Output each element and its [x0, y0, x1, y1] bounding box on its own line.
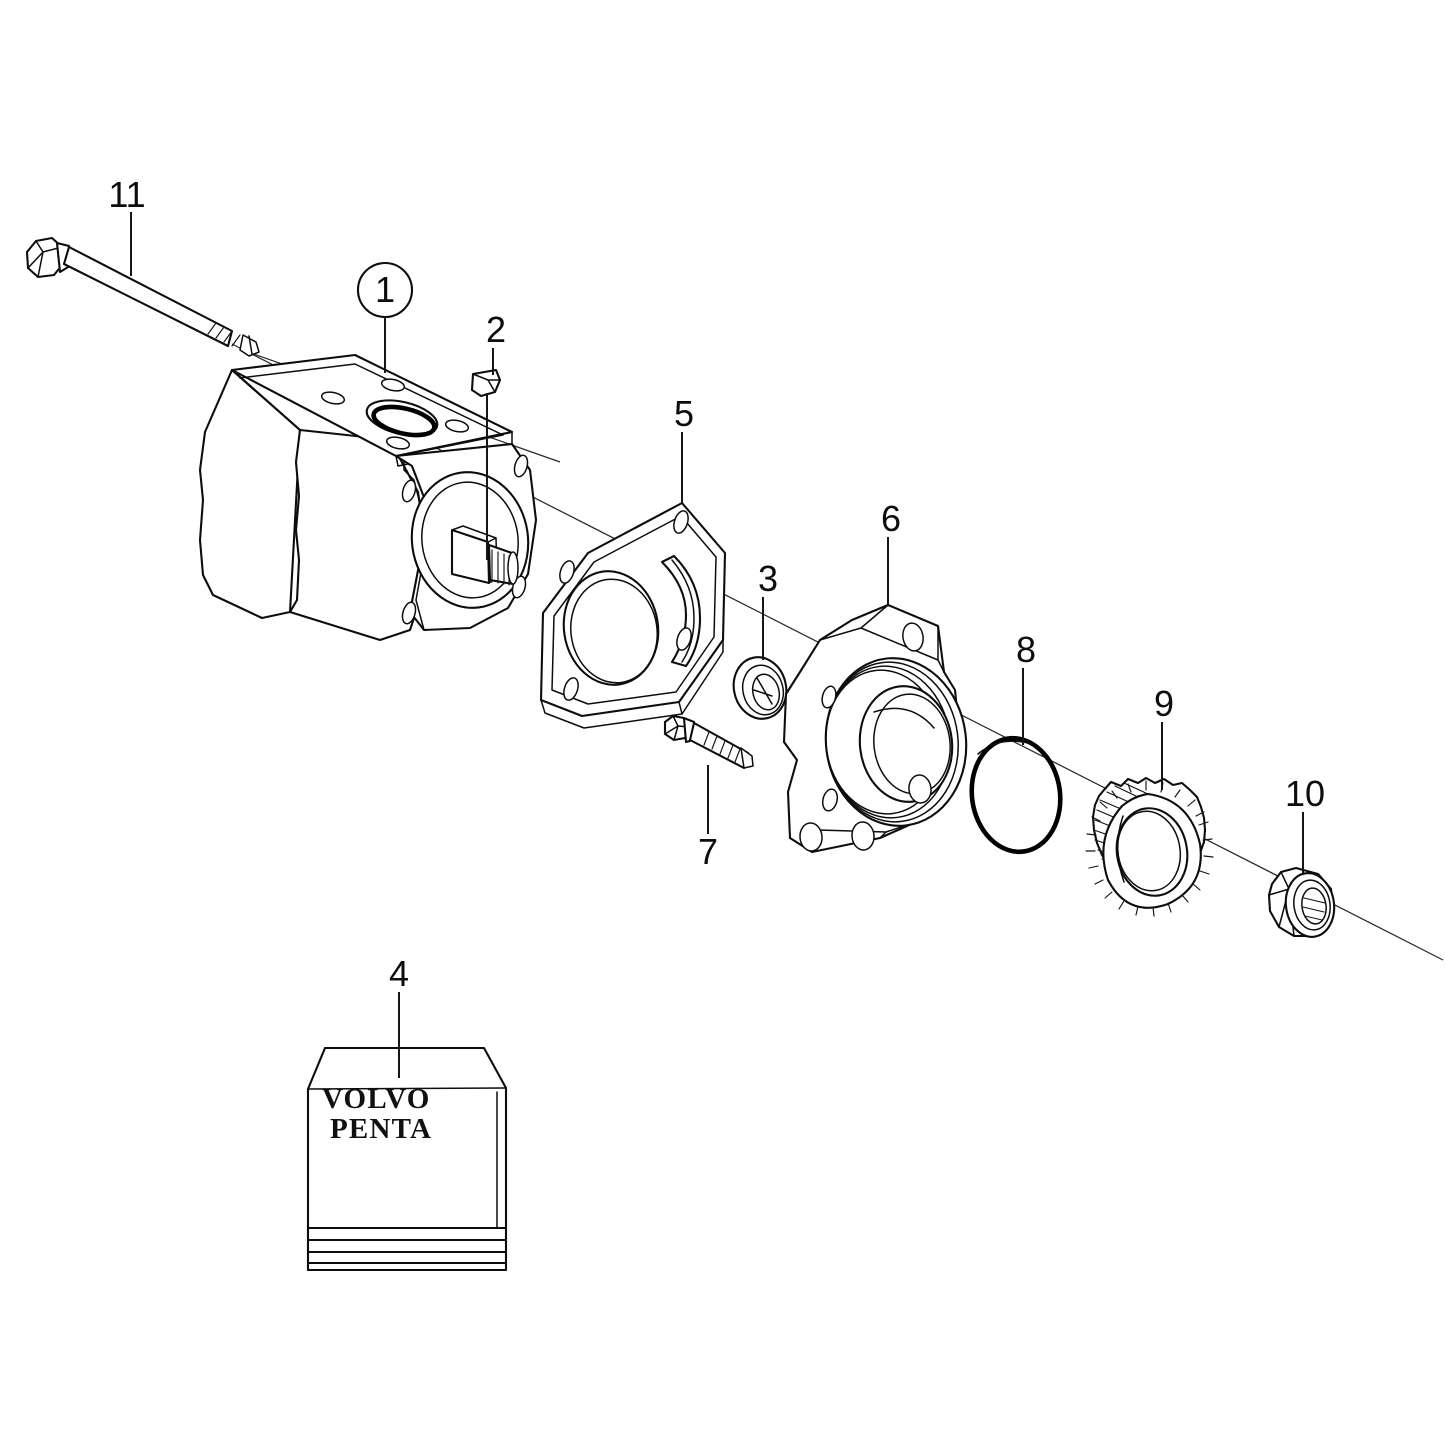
part-drive-gear — [1085, 776, 1214, 917]
callout-11: 11 — [108, 174, 146, 276]
callout-1-label: 1 — [375, 269, 395, 310]
callout-6-label: 6 — [881, 498, 901, 539]
part-volvo-penta-box: VOLVO PENTA — [306, 1046, 508, 1272]
brand-line-1: VOLVO — [322, 1083, 431, 1115]
part-flange-bolt-long — [25, 236, 260, 357]
callout-5: 5 — [674, 393, 694, 503]
part-seal-ring — [732, 656, 788, 720]
part-bearing-bracket — [782, 603, 968, 854]
callout-7-label: 7 — [698, 831, 718, 872]
part-woodruff-key — [470, 368, 502, 398]
part-o-ring — [969, 735, 1063, 855]
brand-line-2: PENTA — [330, 1113, 432, 1145]
part-gasket-plate — [539, 501, 727, 729]
part-lock-nut — [1267, 866, 1336, 938]
callout-2-label: 2 — [486, 309, 506, 350]
callout-6: 6 — [881, 498, 901, 605]
callout-4-label: 4 — [389, 953, 409, 994]
callout-9-label: 9 — [1154, 683, 1174, 724]
callout-10: 10 — [1285, 773, 1325, 873]
callout-4: 4 — [389, 953, 409, 1078]
callout-8: 8 — [1016, 629, 1036, 745]
callout-10-label: 10 — [1285, 773, 1325, 814]
callout-5-label: 5 — [674, 393, 694, 434]
callout-2: 2 — [486, 309, 506, 560]
part-pump-body — [198, 353, 538, 642]
callout-8-label: 8 — [1016, 629, 1036, 670]
callout-1: 1 — [356, 261, 414, 373]
callout-layer: 11 1 2 5 3 — [108, 174, 1325, 1078]
callout-3-label: 3 — [758, 558, 778, 599]
callout-9: 9 — [1154, 683, 1174, 790]
callout-11-label: 11 — [108, 174, 145, 215]
callout-3: 3 — [758, 558, 778, 660]
part-flange-bolt-short — [663, 714, 754, 770]
callout-7: 7 — [698, 765, 718, 872]
